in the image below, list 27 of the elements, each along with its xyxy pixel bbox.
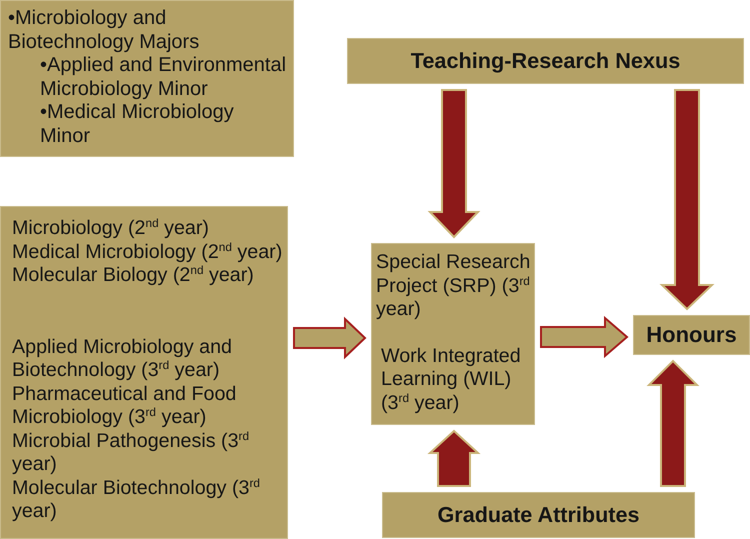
program-item: •Applied and Environmental Microbiology Minor: [40, 54, 288, 102]
course-item: Molecular Biotechnology (3$^{rd}$ year): [12, 476, 261, 524]
course-item: Microbial Pathogenesis (3$^{rd}$ year): [12, 430, 250, 476]
course-item: Pharmaceutical and Food Microbiology (3$^{rd}$ year): [12, 382, 238, 430]
program-item: •Medical Microbiology Minor: [40, 101, 235, 149]
banner-title: Teaching-Research Nexus: [410, 48, 680, 74]
course-item: Medical Microbiology (2$^{nd}$ year): [12, 240, 284, 264]
block-arrow: [428, 89, 480, 238]
project-box: [371, 243, 535, 425]
theme-banner: [382, 492, 695, 538]
course-box: [0, 206, 288, 539]
course-item: Applied Microbiology and Biotechnology (3$^{rd}$ year): [12, 336, 233, 382]
project-item: Work Integrated Learning (WIL) (3$^{rd}$ year): [381, 344, 522, 416]
theme-banner: [347, 38, 744, 84]
project-item: Special Research Project (SRP) (3$^{rd}$ year): [376, 251, 532, 322]
course-item: Microbiology (2$^{nd}$ year): [12, 217, 210, 240]
block-arrow: [293, 316, 366, 360]
course-item: Molecular Biology (2$^{nd}$ year): [12, 264, 255, 288]
block-arrow: [427, 430, 481, 487]
block-arrow: [540, 316, 629, 358]
outcome-box: [633, 315, 750, 355]
banner-title: Graduate Attributes: [438, 502, 640, 528]
block-arrow: [660, 89, 714, 310]
program-item: •Microbiology and Biotechnology Majors: [8, 7, 200, 54]
program-box: [0, 0, 294, 157]
block-arrow: [646, 360, 700, 487]
outcome-label: Honours: [646, 322, 737, 348]
